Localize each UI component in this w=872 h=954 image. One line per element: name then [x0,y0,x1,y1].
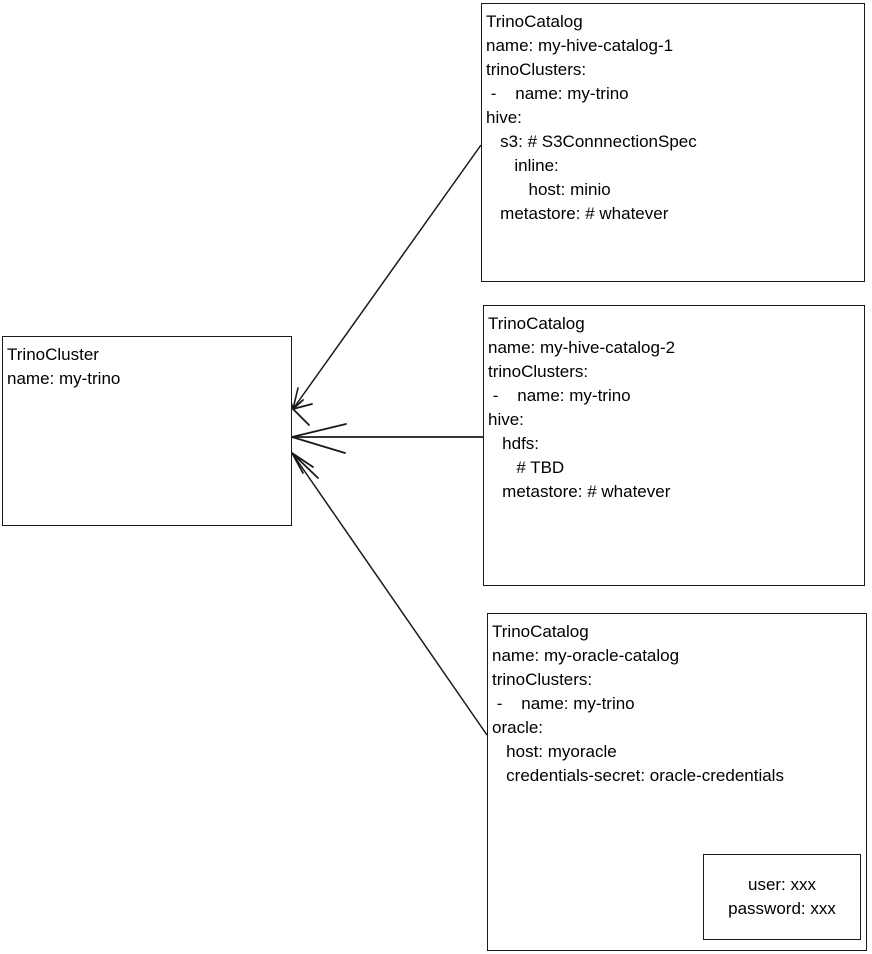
node-catalog-hive-1-line-7: host: minio [486,180,611,199]
node-catalog-hive-2-line-6: # TBD [488,458,565,477]
node-catalog-hive-1-line-3: - name: my-trino [486,84,629,103]
node-catalog-hive-1-body: TrinoCatalog name: my-hive-catalog-1 tri… [482,4,864,226]
node-catalog-hive-2-body: TrinoCatalog name: my-hive-catalog-2 tri… [484,306,864,504]
node-catalog-oracle-line-4: oracle: [492,718,544,737]
node-catalog-hive-1[interactable]: TrinoCatalog name: my-hive-catalog-1 tri… [481,3,865,282]
node-trino-cluster[interactable]: TrinoCluster name: my-trino [2,336,292,526]
node-catalog-hive-2-line-3: - name: my-trino [488,386,631,405]
node-catalog-hive-1-line-0: TrinoCatalog [486,12,583,31]
node-catalog-hive-2-line-1: name: my-hive-catalog-2 [488,338,676,357]
node-catalog-oracle-line-0: TrinoCatalog [492,622,589,641]
node-catalog-oracle[interactable]: TrinoCatalog name: my-oracle-catalog tri… [487,613,867,951]
edge-catalog-oracle-to-cluster [291,452,488,736]
node-catalog-hive-1-line-2: trinoClusters: [486,60,587,79]
node-catalog-oracle-line-2: trinoClusters: [492,670,593,689]
node-catalog-hive-2-line-4: hive: [488,410,524,429]
node-catalog-hive-2-line-5: hdfs: [488,434,540,453]
node-trino-cluster-body: TrinoCluster name: my-trino [3,337,291,391]
edge-catalog-hive-1-to-cluster [287,144,482,426]
node-catalog-hive-2-line-2: trinoClusters: [488,362,589,381]
node-catalog-hive-1-line-6: inline: [486,156,559,175]
node-trino-cluster-line-1: name: my-trino [7,369,121,388]
node-secret-line-1: password: xxx [728,899,836,918]
node-catalog-hive-1-line-5: s3: # S3ConnnectionSpec [486,132,697,151]
node-catalog-oracle-line-3: - name: my-trino [492,694,635,713]
node-catalog-hive-2-line-7: metastore: # whatever [488,482,671,501]
edge-catalog-hive-2-to-cluster [291,423,483,454]
node-catalog-oracle-line-5: host: myoracle [492,742,617,761]
node-catalog-hive-2-line-0: TrinoCatalog [488,314,585,333]
node-catalog-hive-1-line-8: metastore: # whatever [486,204,669,223]
node-catalog-oracle-line-1: name: my-oracle-catalog [492,646,680,665]
node-trino-cluster-line-0: TrinoCluster [7,345,99,364]
node-catalog-hive-2[interactable]: TrinoCatalog name: my-hive-catalog-2 tri… [483,305,865,586]
node-catalog-oracle-line-6: credentials-secret: oracle-credentials [492,766,784,785]
node-secret[interactable]: user: xxx password: xxx [703,854,861,940]
node-secret-line-0: user: xxx [747,875,817,894]
node-catalog-hive-1-line-1: name: my-hive-catalog-1 [486,36,674,55]
node-catalog-oracle-body: TrinoCatalog name: my-oracle-catalog tri… [488,614,866,788]
node-catalog-hive-1-line-4: hive: [486,108,522,127]
